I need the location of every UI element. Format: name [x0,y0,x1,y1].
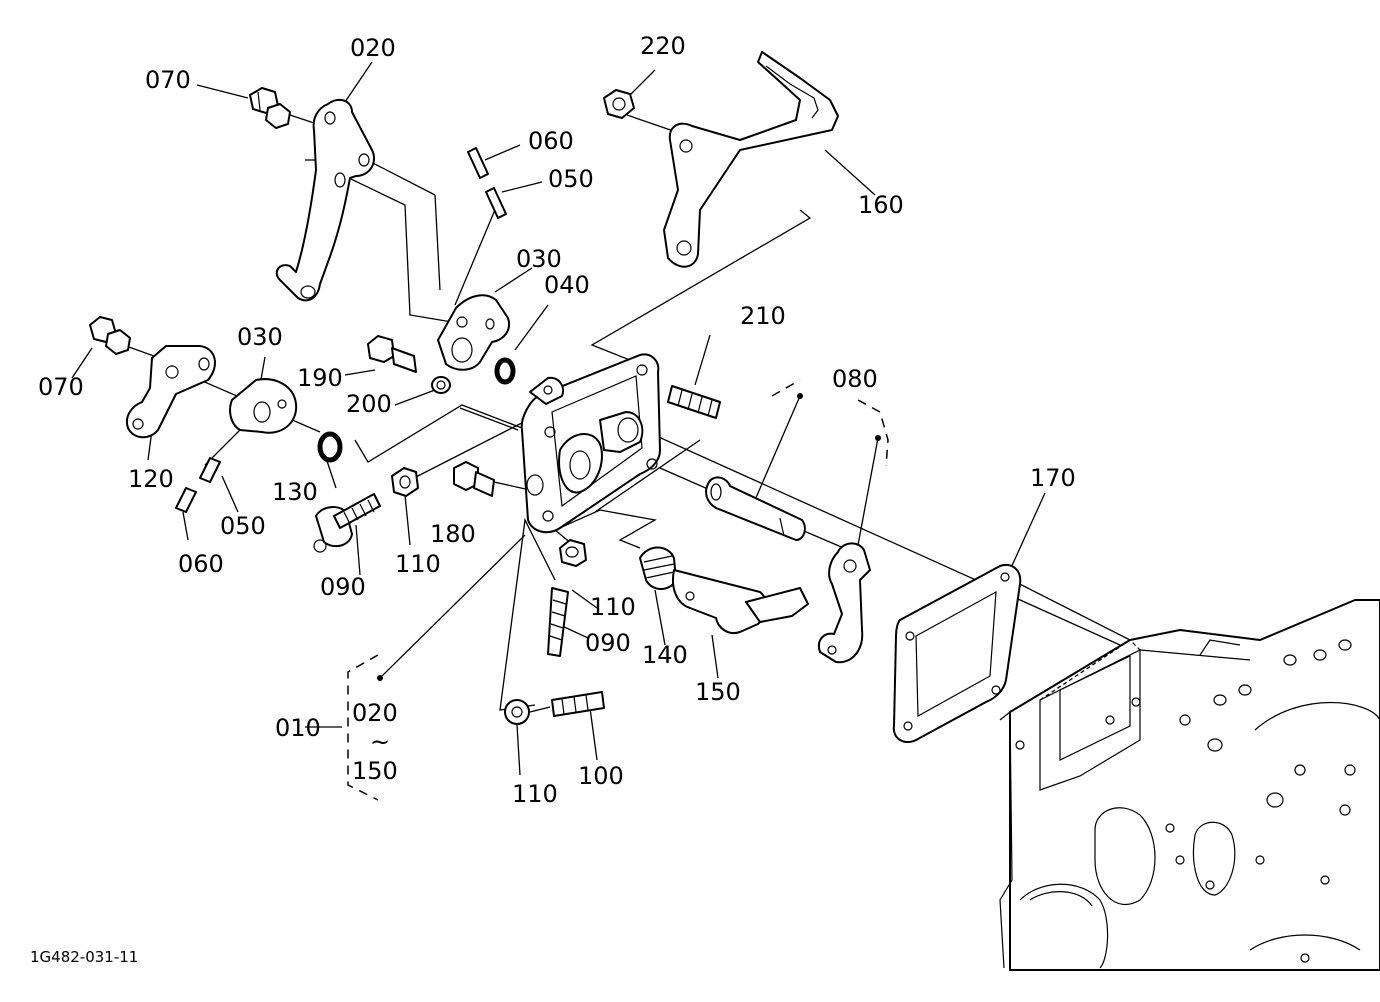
part-110-bottom-nut [504,699,530,725]
label-010: 010 [275,714,321,742]
label-050-top: 050 [548,165,594,193]
label-030-top: 030 [516,245,562,273]
label-060-left: 060 [178,550,224,578]
label-020-top: 020 [350,34,396,62]
part-160-bracket [663,51,839,268]
group-bracket-010 [347,654,383,801]
part-030-cam-left [229,378,298,434]
part-210-stud [667,385,721,419]
part-070-left-nut [89,316,131,355]
part-120-lever [126,345,216,439]
label-030-left: 030 [237,323,283,351]
part-040-oring [494,357,516,385]
group-bracket-080 [771,379,889,467]
part-180-bolt [453,461,495,497]
label-070-top: 070 [145,66,191,94]
part-070-top-nut [249,87,291,129]
part-050-060-pins-left [175,457,221,513]
callout-labels: 020 070 220 060 050 160 030 040 210 070 … [38,32,1076,808]
part-110-left-nut [391,467,419,497]
part-220-nut [603,89,635,119]
label-150-range-end: 150 [352,757,398,785]
label-190: 190 [297,364,343,392]
label-020-range-start: 020 [352,699,398,727]
drawing-code: 1G482-031-11 [30,948,138,966]
label-120: 120 [128,465,174,493]
label-060-top: 060 [528,127,574,155]
label-130: 130 [272,478,318,506]
part-030-cam-top [437,294,510,371]
part-080-plate [818,542,871,664]
label-220: 220 [640,32,686,60]
label-110-bottom: 110 [512,780,558,808]
part-080-shaft [705,476,806,541]
part-090-left-bolt [313,493,381,553]
label-200: 200 [346,390,392,418]
part-engine-block [999,599,1380,971]
part-170-gasket [892,564,1022,744]
part-130-oring [317,431,343,463]
part-100-bolt [551,691,605,717]
label-080: 080 [832,365,878,393]
part-110-center-nut [559,539,587,567]
part-200-washer [431,376,451,394]
part-060-050-pins-top [467,147,507,219]
part-190-bolt [367,335,417,373]
label-100: 100 [578,762,624,790]
label-040: 040 [544,271,590,299]
label-110-left: 110 [395,550,441,578]
part-090-center-spring [547,587,569,657]
leader-lines [71,61,1131,776]
label-070-left: 070 [38,373,84,401]
label-140: 140 [642,641,688,669]
label-160: 160 [858,191,904,219]
label-050-left: 050 [220,512,266,540]
label-110-center: 110 [590,593,636,621]
label-210: 210 [740,302,786,330]
label-150: 150 [695,678,741,706]
part-020-lever [275,98,375,302]
label-180: 180 [430,520,476,548]
label-170: 170 [1030,464,1076,492]
label-090-center: 090 [585,629,631,657]
part-140-spring [639,546,677,590]
label-090-left: 090 [320,573,366,601]
label-range-sep: ~ [370,728,390,756]
part-010-housing [520,353,661,534]
part-150-lever-shaft [672,569,809,634]
